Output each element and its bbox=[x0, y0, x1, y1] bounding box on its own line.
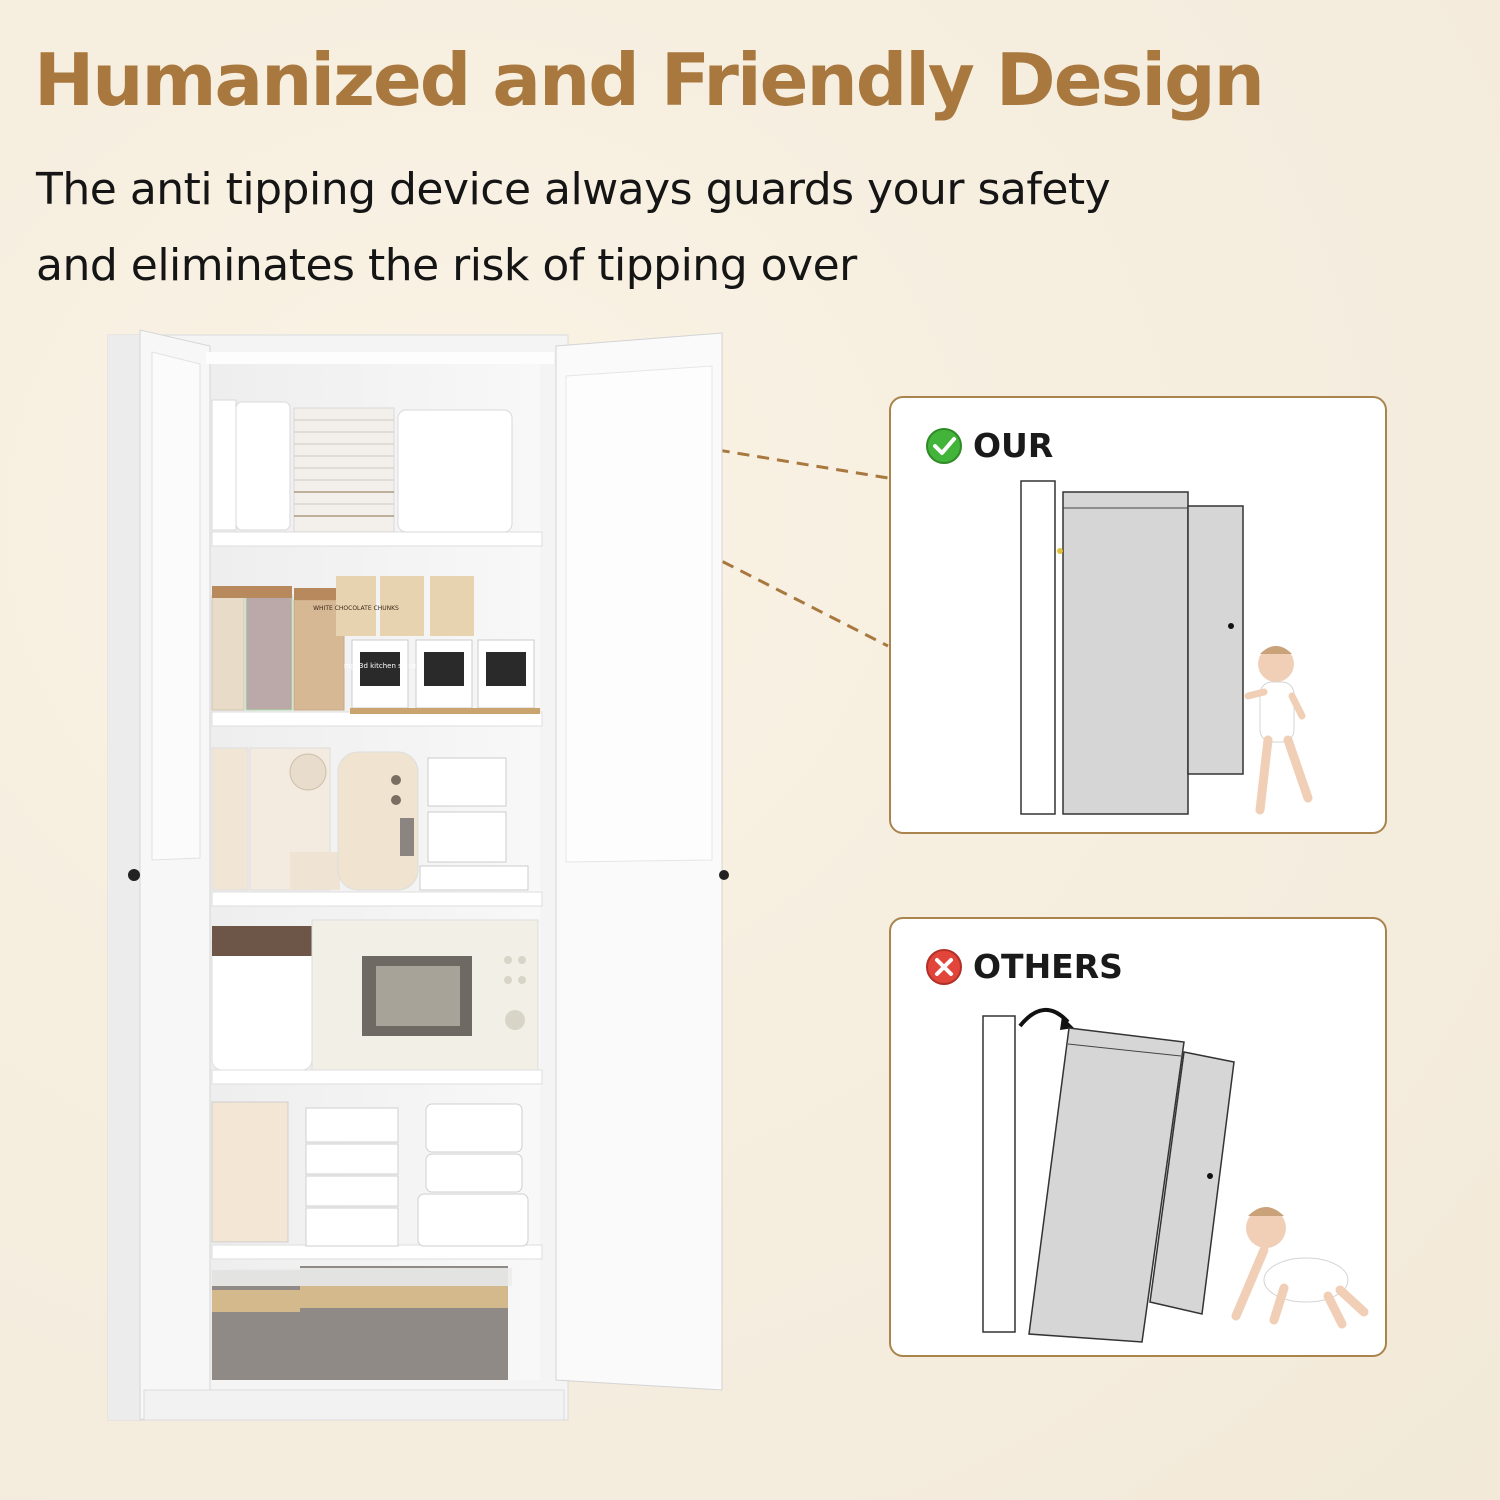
others-diagram bbox=[982, 1007, 1369, 1343]
cabinet-side-tipping bbox=[1028, 1027, 1185, 1343]
others-label: OTHERS bbox=[973, 947, 1123, 986]
baby-standing bbox=[1244, 646, 1313, 815]
check-circle-icon bbox=[926, 427, 962, 464]
wall bbox=[1020, 480, 1056, 815]
baby-crawling bbox=[1231, 1207, 1369, 1329]
comparison-panel-ours: OUR bbox=[889, 396, 1387, 834]
subtitle-line-2: and eliminates the risk of tipping over bbox=[36, 240, 857, 291]
ours-label: OUR bbox=[973, 426, 1054, 465]
anchor-point bbox=[1057, 548, 1063, 554]
choc-bag-label-left: WHITE CHOCOLATE CHUNKS bbox=[313, 605, 399, 612]
tip-arrow-icon bbox=[1018, 1007, 1070, 1028]
ours-diagram bbox=[1020, 480, 1313, 815]
cabinet-door bbox=[1187, 505, 1244, 775]
cabinet-product-image: mgk3d kitchen spice WHITE CHOCOLATE CHUN… bbox=[107, 329, 729, 1421]
spice-jar-label: mgk3d kitchen spice bbox=[344, 662, 417, 670]
wall bbox=[982, 1015, 1016, 1333]
x-circle-icon bbox=[926, 948, 962, 985]
subtitle-line-1: The anti tipping device always guards yo… bbox=[36, 164, 1111, 215]
others-header: OTHERS bbox=[925, 947, 1123, 986]
ours-header: OUR bbox=[925, 426, 1053, 465]
cabinet-side bbox=[1062, 491, 1189, 815]
headline: Humanized and Friendly Design bbox=[34, 38, 1265, 122]
comparison-panel-others: OTHERS bbox=[889, 917, 1387, 1357]
cabinet-door-tipping bbox=[1149, 1051, 1235, 1315]
